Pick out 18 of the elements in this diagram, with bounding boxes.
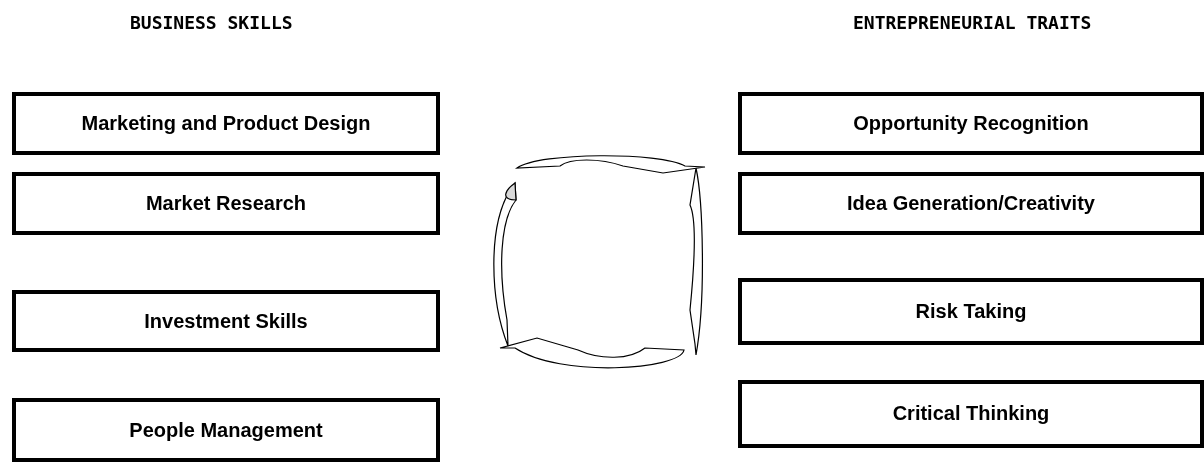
box-text: Idea Generation/Creativity <box>847 192 1095 215</box>
box-text: Investment Skills <box>144 309 308 333</box>
box-text: Critical Thinking <box>892 402 1050 425</box>
box-text: People Management <box>129 418 323 442</box>
box-text: Opportunity Recognition <box>853 112 1089 135</box>
text-box <box>12 398 440 462</box>
box-text: Risk Taking <box>915 300 1027 323</box>
text-box <box>12 92 440 155</box>
box-text: Market Research <box>145 192 307 215</box>
column-heading: ENTREPRENEURIAL TRAITS <box>853 12 1092 33</box>
box-text: Marketing and Product Design <box>81 112 371 135</box>
column-heading: BUSINESS SKILLS <box>130 12 293 33</box>
text-box <box>738 278 1204 345</box>
text-box <box>738 380 1204 448</box>
text-box <box>12 290 440 352</box>
text-box <box>738 92 1204 155</box>
text-box <box>12 172 440 235</box>
text-box <box>738 172 1204 235</box>
